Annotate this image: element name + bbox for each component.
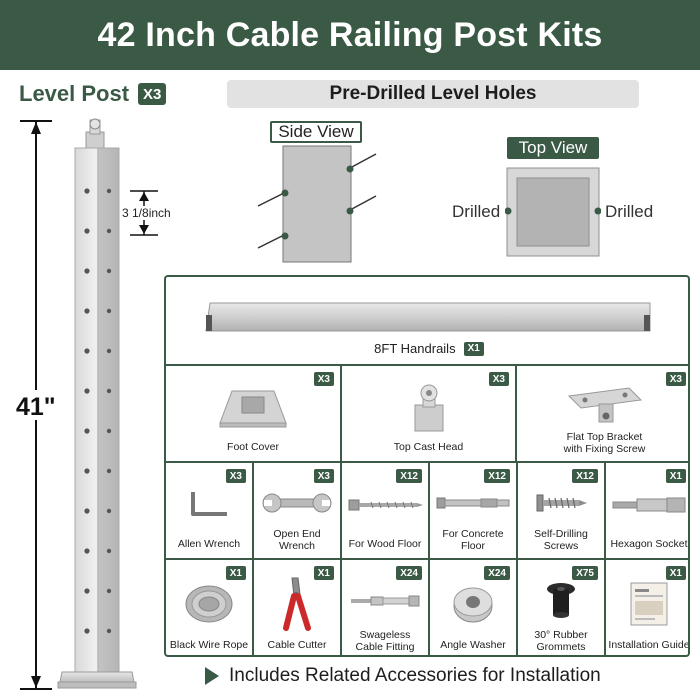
top-cast-head-label: Top Cast Head <box>393 441 464 453</box>
self-drilling-screw-icon <box>536 494 587 511</box>
handrail-qty-badge: X1 <box>463 341 484 356</box>
hexagon-socket-icon <box>612 497 686 512</box>
open-end-wrench-qty-badge: X3 <box>313 469 334 483</box>
play-triangle-icon <box>205 667 219 685</box>
wood-floor-screw-cell: X12 For Wood Floor <box>342 463 430 560</box>
foot-cover-label: Foot Cover <box>227 441 279 453</box>
concrete-anchor-icon <box>436 497 510 508</box>
foot-cover-cell: X3 Foot Cover <box>166 366 342 463</box>
self-drilling-screws-label: Self-Drilling Screws <box>534 528 588 552</box>
accessory-grid: 8FT Handrails X1 X3 Foot Cover X3 Top Ca… <box>164 275 690 657</box>
installation-guide-qty-badge: X1 <box>665 566 686 580</box>
open-end-wrench-icon <box>262 493 332 512</box>
footer-text: Includes Related Accessories for Install… <box>229 665 601 686</box>
cable-cutter-icon <box>283 577 311 631</box>
footer-note: Includes Related Accessories for Install… <box>205 665 601 687</box>
angle-washer-label: Angle Washer <box>440 639 506 651</box>
foot-cover-qty-badge: X3 <box>313 372 334 386</box>
swageless-fitting-qty-badge: X24 <box>396 566 422 580</box>
flat-top-bracket-qty-badge: X3 <box>665 372 686 386</box>
installation-guide-label: Installation Guide <box>608 639 690 651</box>
angle-washer-icon <box>453 587 493 622</box>
drilled-right-label: Drilled <box>605 202 654 221</box>
concrete-floor-bolt-qty-badge: X12 <box>484 469 510 483</box>
side-view-illustration <box>257 145 377 263</box>
concrete-floor-bolt-cell: X12 For Concrete Floor <box>430 463 518 560</box>
wire-rope-spool-icon <box>185 585 233 622</box>
hole-spacing-label: 3 1/8inch <box>122 206 171 220</box>
header-banner: 42 Inch Cable Railing Post Kits <box>0 0 700 70</box>
allen-wrench-label: Allen Wrench <box>177 538 241 550</box>
top-view-label: Top View <box>507 137 599 159</box>
open-end-wrench-cell: X3 Open End Wrench <box>254 463 342 560</box>
wire-rope-label: Black Wire Rope <box>169 639 249 651</box>
side-view-label: Side View <box>270 121 362 143</box>
flat-top-bracket-icon <box>567 386 642 422</box>
angle-washer-qty-badge: X24 <box>484 566 510 580</box>
top-cast-head-qty-badge: X3 <box>488 372 509 386</box>
wire-rope-qty-badge: X1 <box>225 566 246 580</box>
hexagon-socket-qty-badge: X1 <box>665 469 686 483</box>
level-post-qty-badge: X3 <box>138 83 167 105</box>
self-drilling-screws-qty-badge: X12 <box>572 469 598 483</box>
rubber-grommets-cell: X75 30° Rubber Grommets <box>518 560 606 655</box>
allen-wrench-cell: X3 Allen Wrench <box>166 463 254 560</box>
angle-washer-cell: X24 Angle Washer <box>430 560 518 655</box>
drilled-left-label: Drilled <box>452 202 501 221</box>
top-cast-head-cell: X3 Top Cast Head <box>342 366 517 463</box>
predrilled-title: Pre-Drilled Level Holes <box>227 80 639 108</box>
flat-top-bracket-label: Flat Top Bracket with Fixing Screw <box>563 431 646 455</box>
swageless-fitting-icon <box>351 595 420 606</box>
rubber-grommets-label: 30° Rubber Grommets <box>534 629 588 653</box>
foot-cover-icon <box>219 390 287 427</box>
level-post-illustration <box>14 118 158 690</box>
hexagon-socket-cell: X1 Hexagon Socket <box>606 463 688 560</box>
rubber-grommet-icon <box>547 582 575 618</box>
cable-cutter-label: Cable Cutter <box>267 639 327 651</box>
level-post-title: Level Post X3 <box>19 81 167 107</box>
rubber-grommets-qty-badge: X75 <box>572 566 598 580</box>
self-drilling-screws-cell: X12 Self-Drilling Screws <box>518 463 606 560</box>
handrail-icon <box>205 302 651 332</box>
swageless-fitting-label: Swageless Cable Fitting <box>355 629 415 653</box>
cable-cutter-qty-badge: X1 <box>313 566 334 580</box>
handrail-label-row: 8FT Handrails X1 <box>166 341 688 356</box>
level-post-label: Level Post <box>19 81 130 106</box>
flat-top-bracket-cell: X3 Flat Top Bracket with Fixing Screw <box>517 366 688 463</box>
page-title: 42 Inch Cable Railing Post Kits <box>97 15 603 54</box>
allen-wrench-icon <box>191 491 227 516</box>
handrail-label: 8FT Handrails <box>374 341 456 356</box>
hexagon-socket-label: Hexagon Socket <box>610 538 688 550</box>
open-end-wrench-label: Open End Wrench <box>273 528 321 552</box>
wood-floor-label: For Wood Floor <box>348 538 422 550</box>
handrail-cell: 8FT Handrails X1 <box>166 277 688 366</box>
installation-guide-cell: X1 Installation Guide <box>606 560 690 655</box>
post-height-label: 41" <box>16 393 56 421</box>
top-cast-head-icon <box>414 384 443 431</box>
concrete-floor-label: For Concrete Floor <box>442 528 504 552</box>
swageless-fitting-cell: X24 Swageless Cable Fitting <box>342 560 430 655</box>
wire-rope-cell: X1 Black Wire Rope <box>166 560 254 655</box>
installation-guide-icon <box>630 582 668 625</box>
top-view-illustration <box>505 167 601 257</box>
wood-screw-icon <box>348 499 423 510</box>
wood-floor-screw-qty-badge: X12 <box>396 469 422 483</box>
allen-wrench-qty-badge: X3 <box>225 469 246 483</box>
cable-cutter-cell: X1 Cable Cutter <box>254 560 342 655</box>
